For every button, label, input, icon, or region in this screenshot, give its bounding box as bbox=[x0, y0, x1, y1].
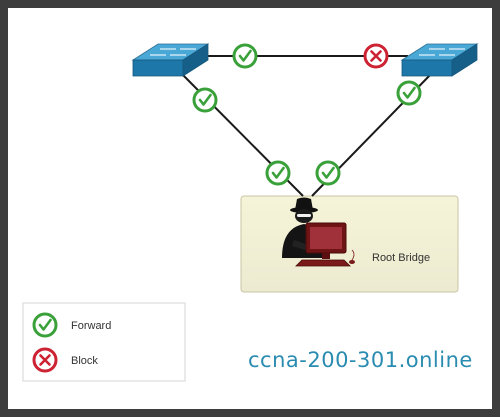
hacker-computer-icon bbox=[282, 197, 355, 267]
port-block-icon bbox=[363, 43, 389, 69]
port-forward-icon bbox=[396, 80, 422, 106]
legend-forward-label: Forward bbox=[71, 320, 111, 332]
watermark-text: ccna-200-301.online bbox=[248, 348, 473, 372]
port-forward-icon bbox=[265, 160, 291, 186]
legend-block-icon bbox=[32, 347, 58, 373]
port-forward-icon bbox=[192, 87, 218, 113]
legend-forward-icon bbox=[32, 312, 58, 338]
port-forward-icon bbox=[315, 160, 341, 186]
port-forward-icon bbox=[232, 43, 258, 69]
right-switch-icon bbox=[400, 43, 479, 77]
legend-block-label: Block bbox=[71, 355, 98, 367]
root-bridge-box bbox=[240, 195, 459, 293]
root-bridge-label: Root Bridge bbox=[372, 252, 430, 264]
left-switch-icon bbox=[131, 43, 210, 77]
